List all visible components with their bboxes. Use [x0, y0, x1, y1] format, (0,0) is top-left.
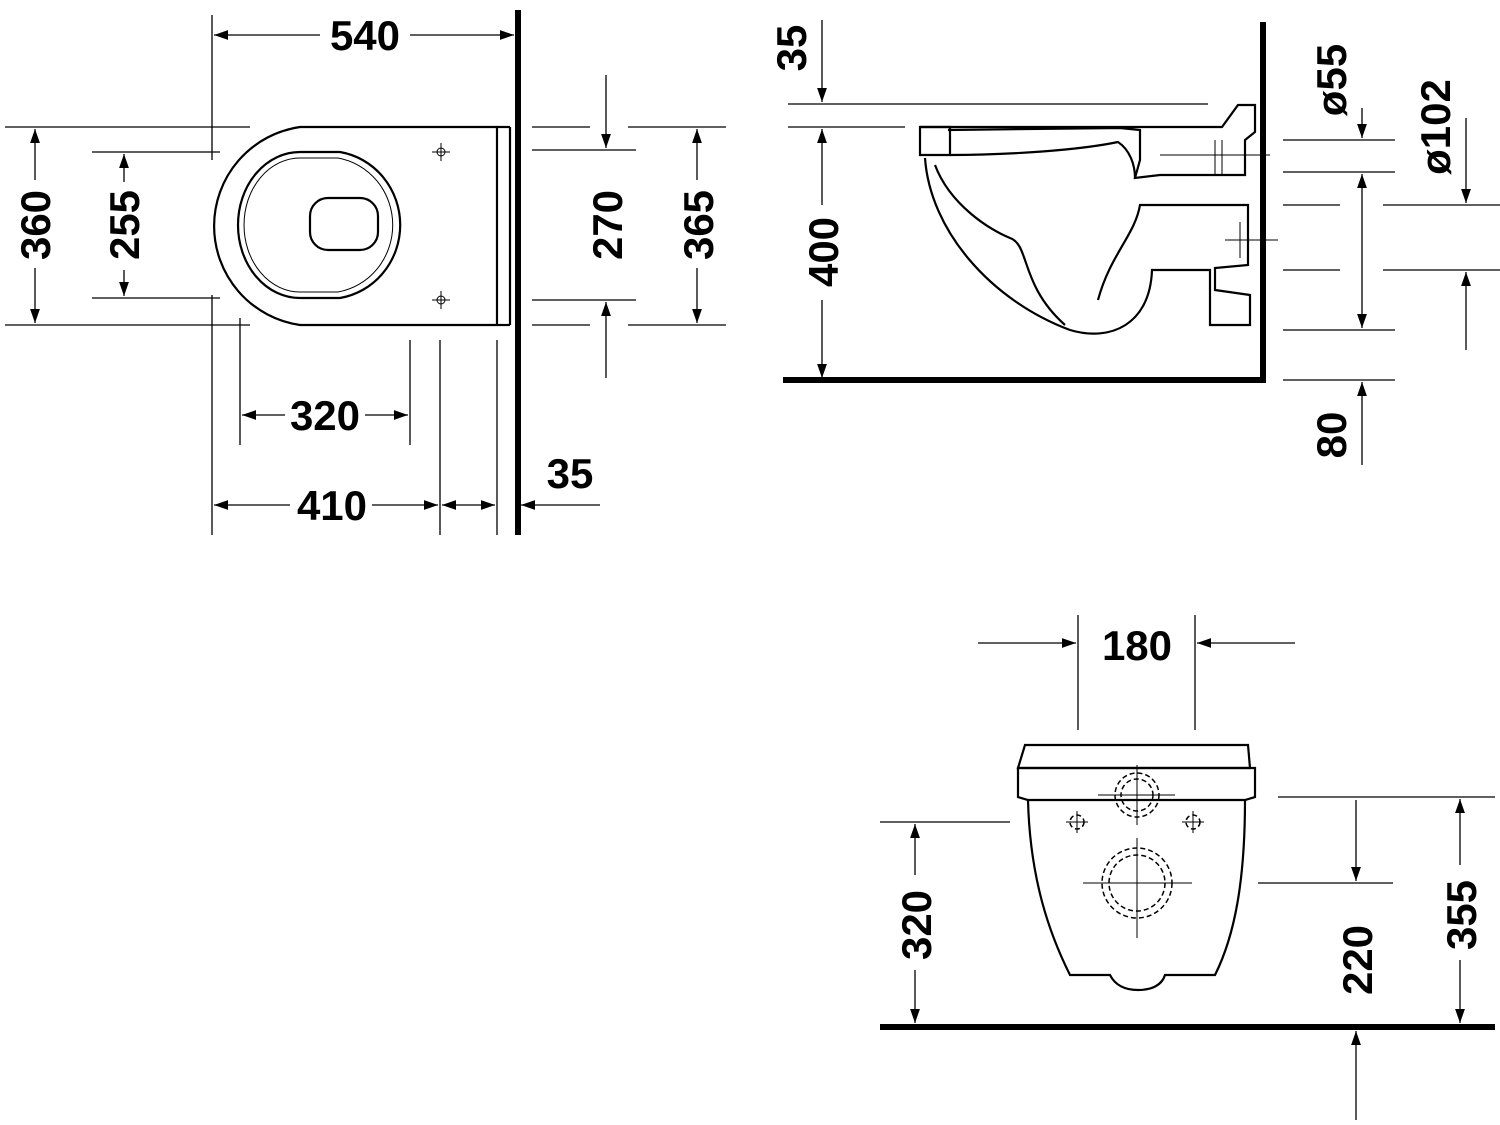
outlet-icon — [1083, 838, 1192, 938]
dim-180: 180 — [1102, 622, 1172, 669]
dim-360: 360 — [12, 190, 59, 260]
fixing-hole-icon — [432, 143, 450, 161]
dim-320-front: 320 — [893, 890, 940, 960]
dim-d55: ø55 — [1308, 44, 1355, 116]
inlet-icon — [1098, 765, 1175, 825]
bowl-body-profile — [923, 157, 1252, 335]
front-view: 180 320 220 355 — [880, 615, 1495, 1120]
seat-outline — [1016, 743, 1252, 770]
dim-540: 540 — [330, 12, 400, 59]
dim-410: 410 — [297, 482, 367, 529]
fixing-hole-icon — [432, 291, 450, 309]
dim-35-top: 35 — [547, 450, 594, 497]
fixing-hole-icon — [1066, 811, 1088, 833]
dim-255: 255 — [101, 190, 148, 260]
side-view: 35 400 ø55 ø102 80 — [768, 20, 1500, 465]
dim-270: 270 — [584, 190, 631, 260]
dim-365: 365 — [675, 190, 722, 260]
bowl-opening — [236, 150, 402, 300]
dim-400: 400 — [800, 217, 847, 287]
dim-d102: ø102 — [1412, 79, 1459, 175]
dim-355: 355 — [1438, 880, 1485, 950]
bowl-rim-profile — [920, 103, 1257, 180]
bowl-outline-front — [1026, 799, 1247, 992]
rinse-insert — [308, 196, 380, 252]
dim-220: 220 — [1334, 925, 1381, 995]
dim-320-top: 320 — [290, 392, 360, 439]
dim-35-side: 35 — [768, 25, 815, 72]
bowl-outline-top — [213, 125, 499, 327]
inner-trap — [933, 164, 1066, 326]
fixing-hole-icon — [1182, 811, 1204, 833]
top-view: 540 360 255 270 365 320 410 35 — [5, 10, 726, 535]
dim-80: 80 — [1308, 412, 1355, 459]
